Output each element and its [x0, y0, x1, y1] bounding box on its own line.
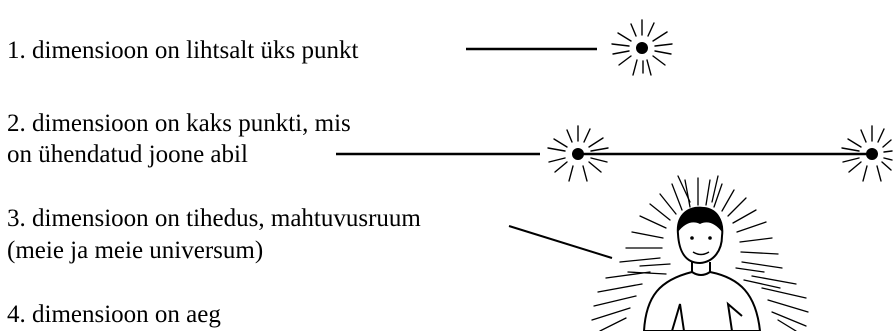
- dimension-4-line-1: 4. dimensioon on aeg: [7, 301, 221, 328]
- person-glow-icon: [591, 175, 809, 331]
- line-star-icon: [547, 125, 609, 182]
- dimension-1-line-1: 1. dimensioon on lihtsalt üks punkt: [7, 37, 359, 64]
- dimension-2-line-2: on ühendatud joone abil: [7, 141, 248, 168]
- line-star-icon-right: [841, 125, 893, 182]
- dimension-3-line-2: (meie ja meie universum): [7, 237, 264, 264]
- dimension-2-line-1: 2. dimensioon on kaks punkti, mis: [7, 110, 351, 137]
- point-star-icon: [611, 19, 673, 76]
- dimension-3-line-1: 3. dimensioon on tihedus, mahtuvusruum: [7, 205, 421, 232]
- pointer-line-3: [508, 225, 613, 259]
